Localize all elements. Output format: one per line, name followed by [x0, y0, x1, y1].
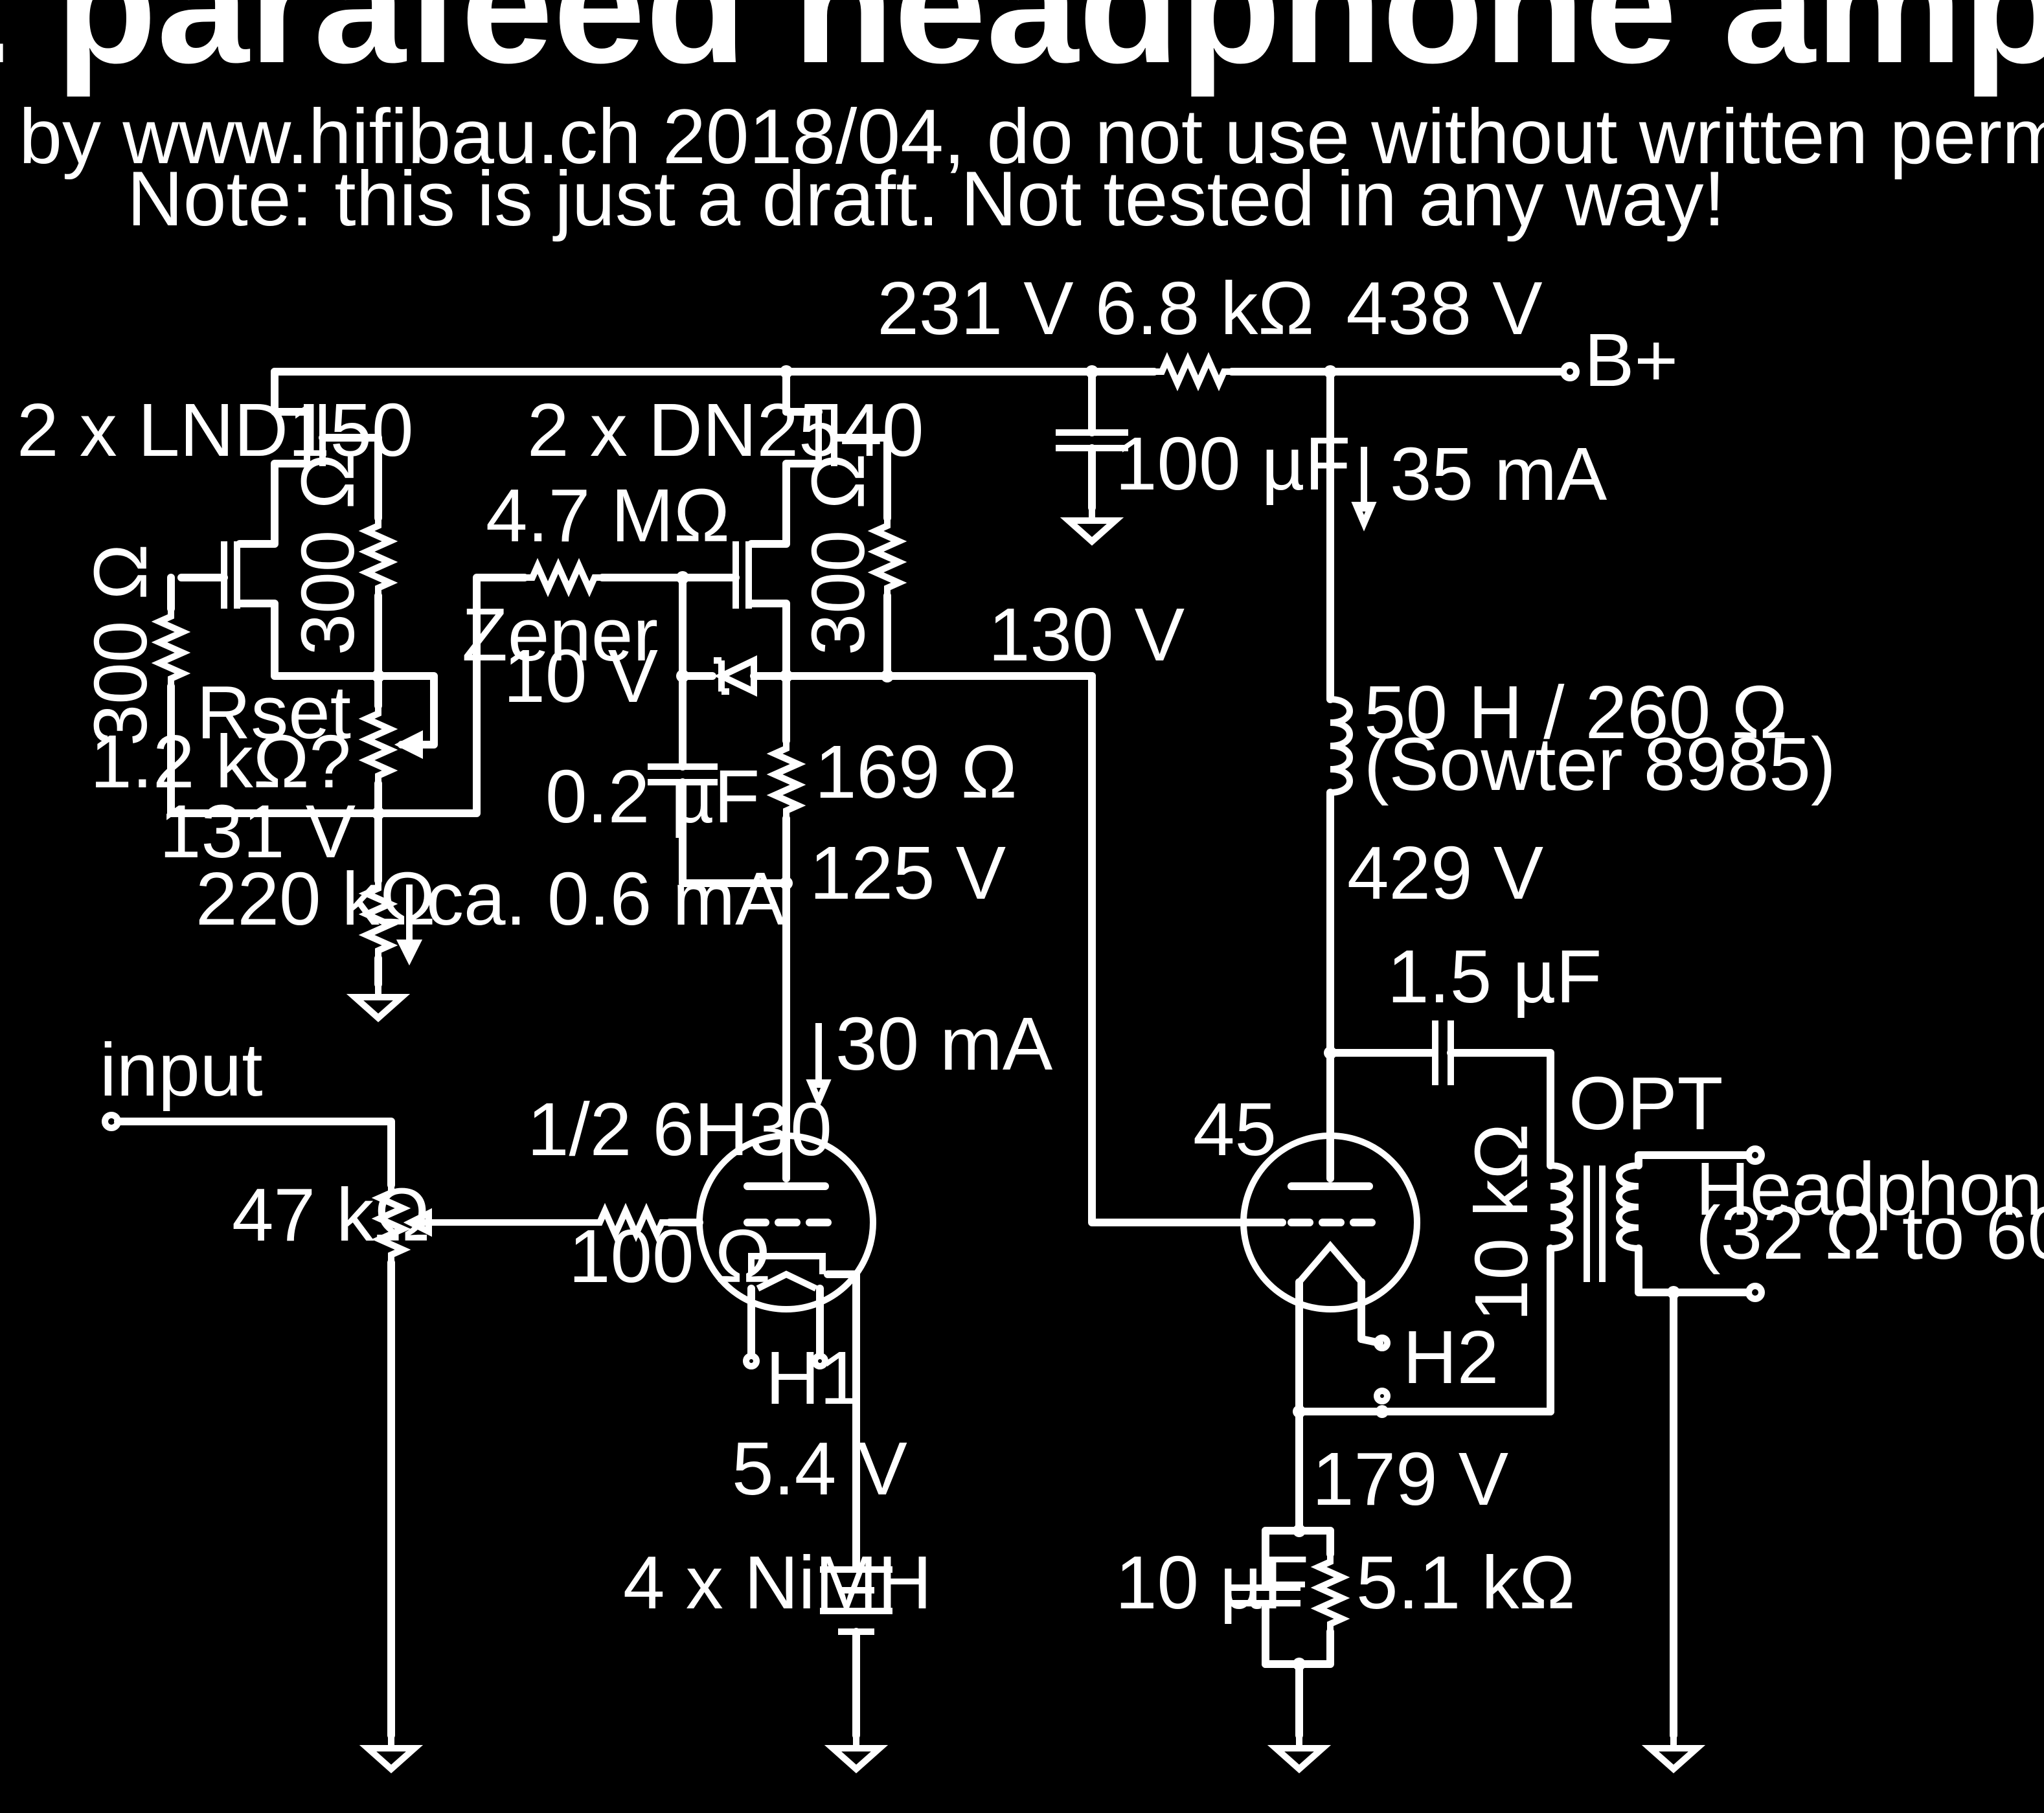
title: SE parafeed headphone amp [0, 0, 2044, 98]
label-130v: 130 V [988, 592, 1185, 677]
label-45: 45 [1193, 1087, 1277, 1171]
label-300-c: 300 Ω [796, 453, 880, 656]
label-6k8: 6.8 kΩ [1095, 266, 1314, 350]
label-rset-val: 1.2 kΩ? [90, 719, 351, 804]
label-1u5: 1.5 µF [1387, 934, 1602, 1019]
capacitor-100u [1056, 368, 1128, 541]
b-plus-rail [271, 360, 1580, 383]
dn2540-ccs [648, 368, 1096, 1182]
label-5k1: 5.1 kΩ [1356, 1540, 1575, 1625]
label-100u: 100 µF [1115, 422, 1350, 506]
label-input: input [100, 1028, 263, 1112]
label-choke-1: 50 H / 260 Ω [1364, 670, 1788, 754]
label-4m7: 4.7 MΩ [486, 473, 730, 557]
label-100ohm: 100 Ω [569, 1214, 771, 1298]
subtitle-1: Design idea by www.hifibau.ch 2018/04, d… [0, 93, 2044, 180]
battery-nimh [820, 1566, 892, 1769]
output-stage [1231, 368, 1765, 1769]
label-bplus: B+ [1584, 318, 1678, 402]
label-131v: 131 V [159, 789, 356, 873]
label-47k: 47 kΩ [232, 1173, 430, 1257]
label-lnd150: 2 x LND150 [17, 388, 414, 472]
label-nimh: 4 x NiMH [623, 1540, 932, 1625]
label-231v: 231 V [877, 266, 1073, 350]
grid-wire-45 [1088, 672, 1286, 1226]
label-300-a: 300 Ω [286, 453, 370, 656]
label-300-b: 300 Ω [78, 544, 163, 747]
label-headphones-2: (32 Ω to 600 Ω) [1696, 1191, 2044, 1275]
label-choke-2: (Sowter 8985) [1364, 722, 1836, 806]
input-network [102, 1112, 703, 1769]
label-10k: 10 kΩ [1459, 1123, 1543, 1322]
label-zener-2: 10 V [503, 634, 658, 718]
label-125v: 125 V [810, 831, 1006, 915]
label-169: 169 Ω [815, 730, 1017, 814]
label-5v4: 5.4 V [732, 1426, 907, 1511]
label-10u: 10 µF [1115, 1540, 1309, 1625]
lnd150-ccs [159, 368, 736, 1018]
label-opt: OPT [1569, 1061, 1723, 1145]
label-35ma: 35 mA [1390, 432, 1607, 516]
label-h2: H2 [1403, 1315, 1499, 1399]
tube-6h30 [696, 1132, 876, 1571]
label-179v: 179 V [1312, 1437, 1508, 1521]
label-h1: H1 [766, 1336, 861, 1420]
subtitle-2: Note: this is just a draft. Not tested i… [127, 155, 1725, 242]
label-0u2: 0.2 µF [545, 754, 760, 839]
labels: 231 V 6.8 kΩ 438 V B+ 2 x LND150 2 x DN2… [17, 266, 2044, 1625]
label-rset: Rset [196, 670, 351, 754]
label-dn2540: 2 x DN2540 [527, 388, 924, 472]
label-429v: 429 V [1347, 831, 1543, 915]
label-headphones-1: Headphones [1696, 1147, 2044, 1231]
label-zener-1: Zener [462, 592, 658, 677]
label-30ma: 30 mA [835, 1002, 1053, 1086]
label-0u6: ca. 0.6 mA [426, 857, 786, 941]
b-plus-terminal [1560, 362, 1580, 381]
label-6h30: 1/2 6H30 [527, 1087, 832, 1171]
label-438v: 438 V [1346, 266, 1542, 350]
label-220k: 220 kΩ [196, 857, 436, 941]
